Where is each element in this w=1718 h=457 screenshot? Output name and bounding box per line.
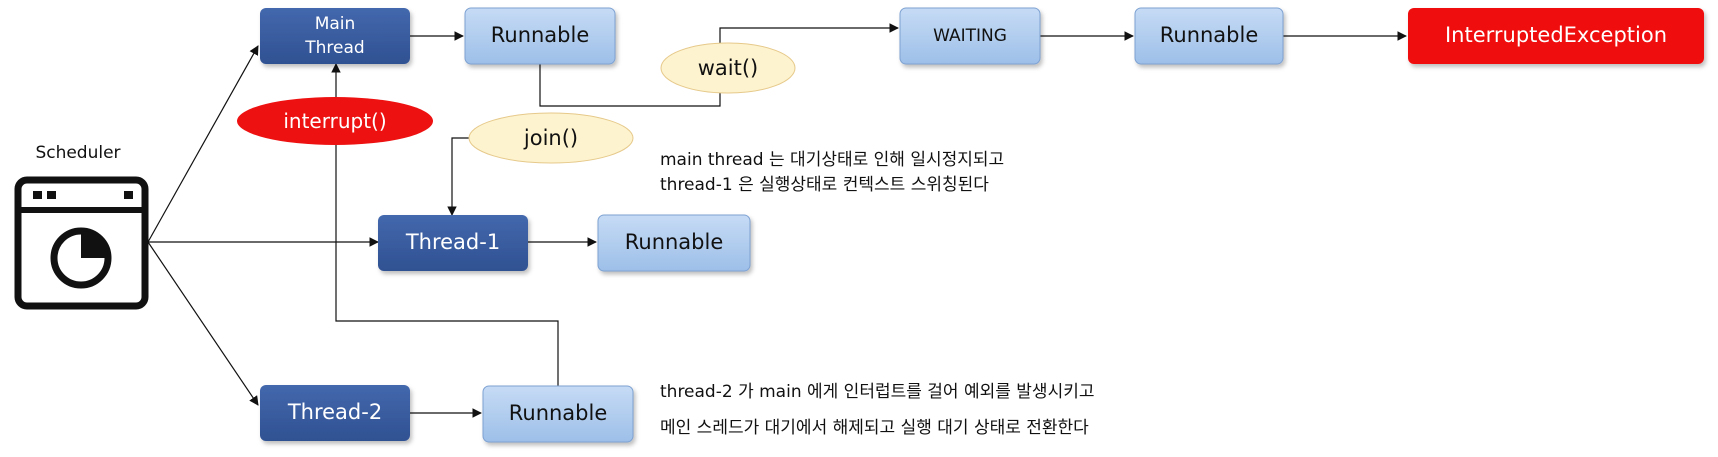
scheduler-clock-window-icon	[14, 176, 149, 310]
main-thread-label-line2: Thread	[304, 38, 364, 58]
thread1-label: Thread-1	[405, 230, 500, 254]
runnable-thread1-label: Runnable	[625, 230, 724, 254]
scheduler-label: Scheduler	[35, 143, 120, 163]
interrupted-exception-node: InterruptedException	[1408, 8, 1704, 64]
wait-call-node: wait()	[660, 42, 796, 94]
waiting-node: WAITING	[899, 7, 1041, 65]
join-note-line1: main thread 는 대기상태로 인해 일시정지되고	[660, 150, 1005, 170]
runnable-after-wait-label: Runnable	[1160, 23, 1259, 47]
runnable-thread2-label: Runnable	[509, 401, 608, 425]
interrupt-call-node: interrupt()	[237, 97, 433, 145]
interrupt-note-line1: thread-2 가 main 에게 인터럽트를 걸어 예외를 발생시키고	[660, 382, 1095, 402]
join-call-node: join()	[468, 112, 634, 164]
main-thread-node: Main Thread	[260, 8, 410, 64]
interrupt-note-line2: 메인 스레드가 대기에서 해제되고 실행 대기 상태로 전환한다	[660, 418, 1089, 438]
interrupted-exception-label: InterruptedException	[1445, 23, 1667, 47]
join-to-thread1-path	[447, 137, 476, 216]
scheduler-to-main-thread-arrow	[147, 45, 259, 243]
thread2-label: Thread-2	[287, 400, 382, 424]
runnable-after-wait-node: Runnable	[1134, 7, 1284, 65]
interrupt-path	[331, 63, 559, 386]
waiting-label: WAITING	[933, 26, 1007, 46]
scheduler-to-thread2-arrow	[147, 241, 259, 406]
runnable-thread1-node: Runnable	[597, 214, 751, 272]
runnable-main-label: Runnable	[491, 23, 590, 47]
main-thread-label-line1: Main	[315, 14, 356, 34]
runnable-main-node: Runnable	[464, 7, 616, 65]
wait-call-label: wait()	[698, 56, 759, 80]
interrupt-call-label: interrupt()	[283, 109, 386, 133]
join-call-label: join()	[523, 126, 578, 150]
runnable-thread2-node: Runnable	[482, 385, 634, 443]
connectors	[147, 23, 1407, 418]
runnable-to-waiting-path	[539, 23, 899, 107]
thread2-node: Thread-2	[260, 385, 410, 441]
join-note-line2: thread-1 은 실행상태로 컨텍스트 스위칭된다	[660, 175, 989, 195]
thread1-node: Thread-1	[378, 215, 528, 271]
